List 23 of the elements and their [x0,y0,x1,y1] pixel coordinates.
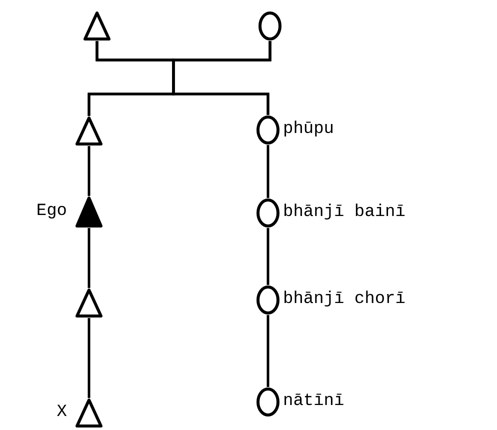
female-circle-symbol [256,387,280,417]
male-triangle-symbol [75,288,103,318]
kinship-line [172,41,272,115]
kinship-line [88,146,90,196]
kin-term: Ego [36,202,67,222]
kin-term: nātīnī [283,392,344,412]
kinship-line [266,145,270,198]
female-circle-symbol [256,115,280,145]
kin-term: bhānjī bainī [283,203,406,223]
kin-term: phūpu [283,120,334,140]
kin-term: X [56,403,67,423]
kinship-line [266,315,270,387]
female-circle-symbol [258,11,282,41]
kin-term: bhānjī chorī [283,290,406,310]
kinship-line [266,228,270,285]
male-triangle-symbol [75,116,103,146]
female-circle-symbol [256,285,280,315]
kinship-line [88,228,90,288]
ego-triangle-symbol [75,196,103,228]
male-triangle-symbol [83,11,111,41]
kinship-line [88,318,90,398]
male-triangle-symbol [75,398,103,428]
female-circle-symbol [256,198,280,228]
